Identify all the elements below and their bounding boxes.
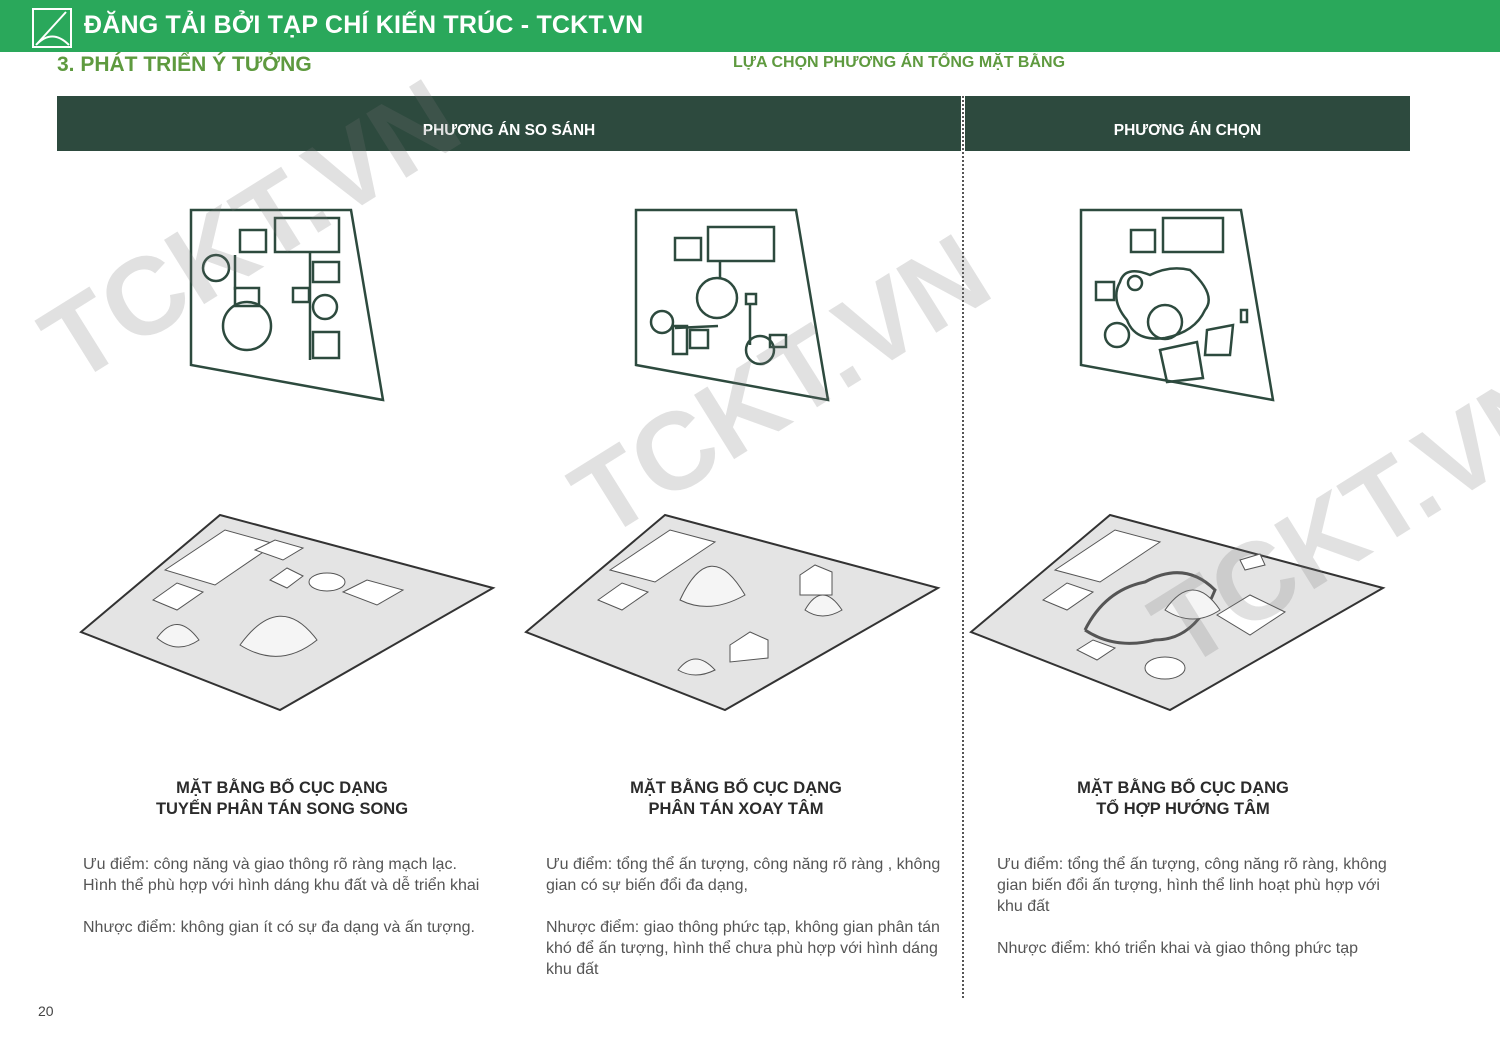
option-1-description: Ưu điểm: công năng và giao thông rõ ràng… (83, 854, 483, 959)
option-2-drawings (510, 170, 950, 730)
option-2-cons: Nhược điểm: giao thông phức tạp, không g… (546, 919, 940, 978)
option-1-massing-model (79, 513, 496, 712)
option-2-massing-model (524, 513, 941, 712)
option-1-cons: Nhược điểm: không gian ít có sự đa dạng … (83, 919, 475, 936)
option-2-title-line1: MẶT BẰNG BỐ CỤC DẠNG (630, 779, 842, 797)
option-3-title: MẶT BẰNG BỐ CỤC DẠNG TỔ HỢP HƯỚNG TÂM (963, 778, 1403, 820)
option-2-title: MẶT BẰNG BỐ CỤC DẠNG PHÂN TÁN XOAY TÂM (516, 778, 956, 820)
section-title: 3. PHÁT TRIỂN Ý TƯỞNG (57, 53, 312, 76)
option-1-title: MẶT BẰNG BỐ CỤC DẠNG TUYẾN PHÂN TÁN SONG … (62, 778, 502, 820)
page-number: 20 (38, 1003, 54, 1019)
option-3-drawings (955, 170, 1395, 730)
top-banner: ĐĂNG TẢI BỞI TẠP CHÍ KIẾN TRÚC - TCKT.VN (0, 0, 1500, 52)
column-divider (962, 96, 964, 998)
option-2-description: Ưu điểm: tổng thể ấn tượng, công năng rõ… (546, 854, 946, 1001)
banner-title: ĐĂNG TẢI BỞI TẠP CHÍ KIẾN TRÚC - TCKT.VN (84, 11, 644, 39)
tckt-logo-icon (32, 8, 72, 48)
header-chosen: PHƯƠNG ÁN CHỌN (965, 96, 1410, 151)
option-3-title-line2: TỔ HỢP HƯỚNG TÂM (1096, 800, 1270, 818)
option-1-title-line2: TUYẾN PHÂN TÁN SONG SONG (155, 800, 409, 818)
header-compare-label: PHƯƠNG ÁN SO SÁNH (422, 121, 596, 139)
option-1-drawings (65, 170, 505, 730)
section-subtitle: LỰA CHỌN PHƯƠNG ÁN TỔNG MẶT BẰNG (733, 54, 1066, 71)
option-3-cons: Nhược điểm: khó triển khai và giao thông… (997, 940, 1358, 957)
header-chosen-label: PHƯƠNG ÁN CHỌN (1113, 121, 1262, 139)
option-2-pros: Ưu điểm: tổng thể ấn tượng, công năng rõ… (546, 856, 941, 894)
option-3-pros: Ưu điểm: tổng thể ấn tượng, công năng rõ… (997, 856, 1387, 915)
option-2-title-line2: PHÂN TÁN XOAY TÂM (648, 800, 824, 818)
option-3-massing-model (969, 513, 1386, 712)
header-compare: PHƯƠNG ÁN SO SÁNH (57, 96, 961, 151)
option-3-description: Ưu điểm: tổng thể ấn tượng, công năng rõ… (997, 854, 1397, 980)
option-1-pros: Ưu điểm: công năng và giao thông rõ ràng… (83, 856, 480, 894)
option-1-plan-diagram (79, 208, 496, 712)
option-2-plan-diagram (524, 208, 941, 712)
option-3-plan-diagram (969, 208, 1386, 712)
option-1-title-line1: MẶT BẰNG BỐ CỤC DẠNG (176, 779, 388, 797)
option-3-title-line1: MẶT BẰNG BỐ CỤC DẠNG (1077, 779, 1289, 797)
